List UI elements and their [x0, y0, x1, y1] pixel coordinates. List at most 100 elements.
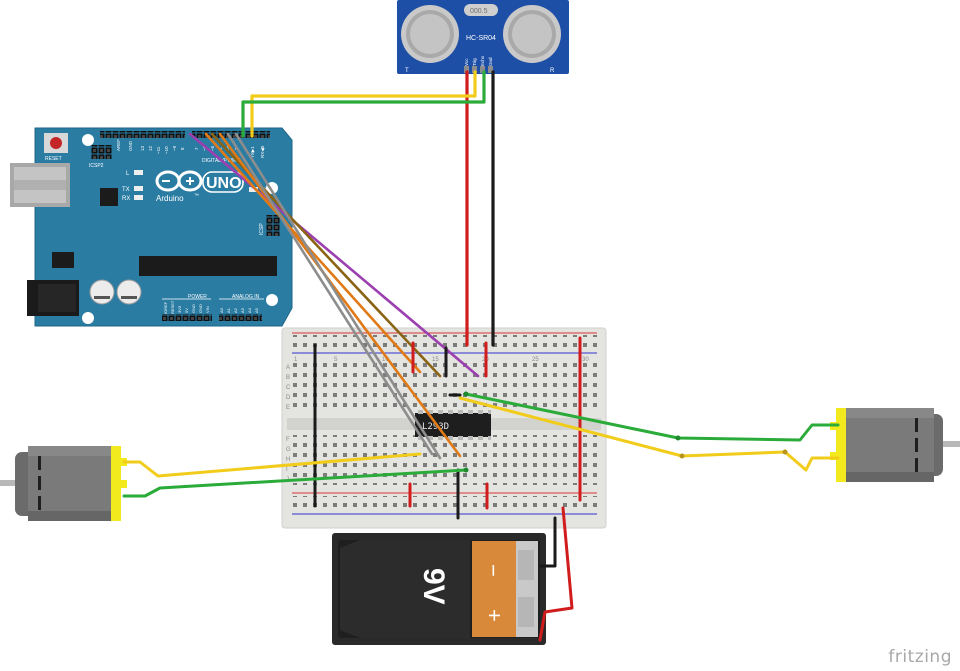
- wire-motor-left-yellow: [122, 452, 422, 478]
- wire-motor-left-green: [122, 468, 468, 498]
- col-label-25: 25: [532, 357, 539, 363]
- arduino-infinity-logo: [155, 170, 203, 192]
- col-label-10: 10: [382, 357, 389, 363]
- wire-sensor-echo: [241, 70, 486, 138]
- dc-motor-left: [0, 446, 127, 521]
- fritzing-watermark: fritzing: [888, 647, 952, 667]
- usb-chip: [100, 188, 118, 206]
- pin-reset-label: RESET: [170, 300, 175, 314]
- led-on: [249, 187, 258, 192]
- row-label-c: C: [286, 385, 291, 391]
- wire-motor-right-green: [464, 392, 840, 442]
- dc-motor-right: [830, 408, 960, 482]
- reset-button: [44, 133, 68, 153]
- crystal-label: 000.5: [470, 8, 488, 15]
- voltage-regulator: [52, 252, 74, 268]
- pin-8-label: 8: [180, 147, 185, 150]
- battery-label-band: [472, 541, 518, 637]
- arduino-uno: RESET ICSP2 AREF GND 13 12 ~11 ~10 ~9 8 …: [10, 127, 293, 327]
- sensor-t-label: T: [405, 68, 409, 74]
- pin-gnd-sensor-label: Gnd: [488, 57, 493, 66]
- led-l: [134, 170, 143, 175]
- pin-aref-label: AREF: [116, 139, 121, 151]
- battery-plus-label: +: [482, 609, 507, 622]
- pin-3v3-label: 3V3: [177, 305, 182, 313]
- reset-label: RESET: [45, 156, 62, 162]
- crystal: [464, 4, 498, 16]
- led-rx: [134, 195, 143, 200]
- led-tx: [134, 186, 143, 191]
- pin-vin-label: VIN: [205, 306, 210, 313]
- wire-gray-2: [234, 132, 442, 460]
- atmega-chip: [139, 256, 277, 276]
- hc-sr04-sensor: 000.5 HC-SR04 T R Vcc Trig Echo Gnd: [397, 0, 569, 74]
- power-label: POWER: [188, 294, 207, 300]
- col-label-5: 5: [334, 357, 338, 363]
- arduino-trademark: ™: [194, 193, 199, 199]
- battery-minus-label: −: [481, 564, 506, 577]
- pin-a5-label: A5: [254, 307, 259, 313]
- pin-vcc-label: Vcc: [464, 58, 469, 66]
- pin-gnd-label: GND: [128, 140, 133, 151]
- chip-label: L293D: [422, 422, 449, 432]
- pin-3-label: ~3: [226, 145, 231, 151]
- wires: [122, 70, 840, 642]
- icsp2-label: ICSP2: [89, 163, 104, 169]
- digital-header-left: [100, 131, 185, 138]
- icsp-label: ICSP: [259, 223, 265, 235]
- pin-5v-label: 5V: [184, 308, 189, 313]
- wire-battery-red: [538, 506, 574, 642]
- row-label-e: E: [286, 405, 290, 411]
- capacitors: [89, 279, 142, 305]
- row-label-d: D: [286, 395, 291, 401]
- wire-orange-2: [218, 132, 462, 458]
- arduino-brand-label: Arduino: [156, 194, 184, 203]
- icsp-header: [266, 215, 280, 236]
- wire-battery-black: [538, 516, 557, 568]
- col-label-1: 1: [294, 357, 298, 363]
- wire-purple: [188, 132, 480, 378]
- pin-echo-label: Echo: [480, 55, 485, 66]
- uno-label: UNO: [206, 175, 242, 192]
- analog-header: [219, 314, 262, 321]
- pin-a1-label: A1: [226, 307, 231, 313]
- sensor-model-label: HC-SR04: [466, 35, 496, 42]
- pin-a4-label: A4: [247, 307, 252, 313]
- pin-rx0-label: RX◀0: [260, 145, 265, 158]
- pin-a2-label: A2: [233, 307, 238, 313]
- pin-tx1-label: TX▶1: [250, 146, 255, 158]
- pin-11-label: ~11: [156, 146, 161, 154]
- pin-trig-label: Trig: [472, 58, 477, 66]
- led-tx-label: TX: [122, 187, 130, 193]
- pin-13-label: 13: [140, 145, 145, 151]
- battery-voltage-label: 9V: [417, 568, 450, 605]
- pin-12-label: 12: [148, 145, 153, 151]
- col-label-30: 30: [582, 357, 589, 363]
- row-label-b: B: [286, 375, 290, 381]
- pin-5-label: ~5: [210, 145, 215, 151]
- wire-gray-1: [226, 132, 434, 456]
- icsp2-header: [91, 145, 112, 159]
- pin-a0-label: A0: [219, 307, 224, 313]
- pin-gnd3-label: GND: [198, 304, 203, 313]
- led-l-label: L: [126, 171, 130, 177]
- row-label-a: A: [286, 365, 290, 371]
- l293d-chip: L293D: [415, 410, 491, 440]
- battery-9v: 9V − +: [332, 533, 546, 645]
- digital-header-right: [192, 131, 270, 138]
- pin-6-label: ~6: [202, 145, 207, 151]
- led-rx-label: RX: [122, 196, 130, 202]
- row-label-g: G: [286, 447, 291, 453]
- row-label-f: F: [286, 437, 290, 443]
- pin-9-label: ~9: [172, 145, 177, 151]
- usb-port: [10, 163, 70, 207]
- dc-power-jack: [27, 280, 79, 316]
- row-label-i: I: [286, 467, 288, 473]
- pin-7-label: 7: [194, 147, 199, 150]
- analog-label: ANALOG IN: [232, 294, 260, 300]
- power-header: [162, 314, 212, 321]
- wire-motor-right-yellow: [458, 396, 840, 472]
- uno-badge: [202, 171, 244, 193]
- sensor-r-label: R: [550, 68, 555, 74]
